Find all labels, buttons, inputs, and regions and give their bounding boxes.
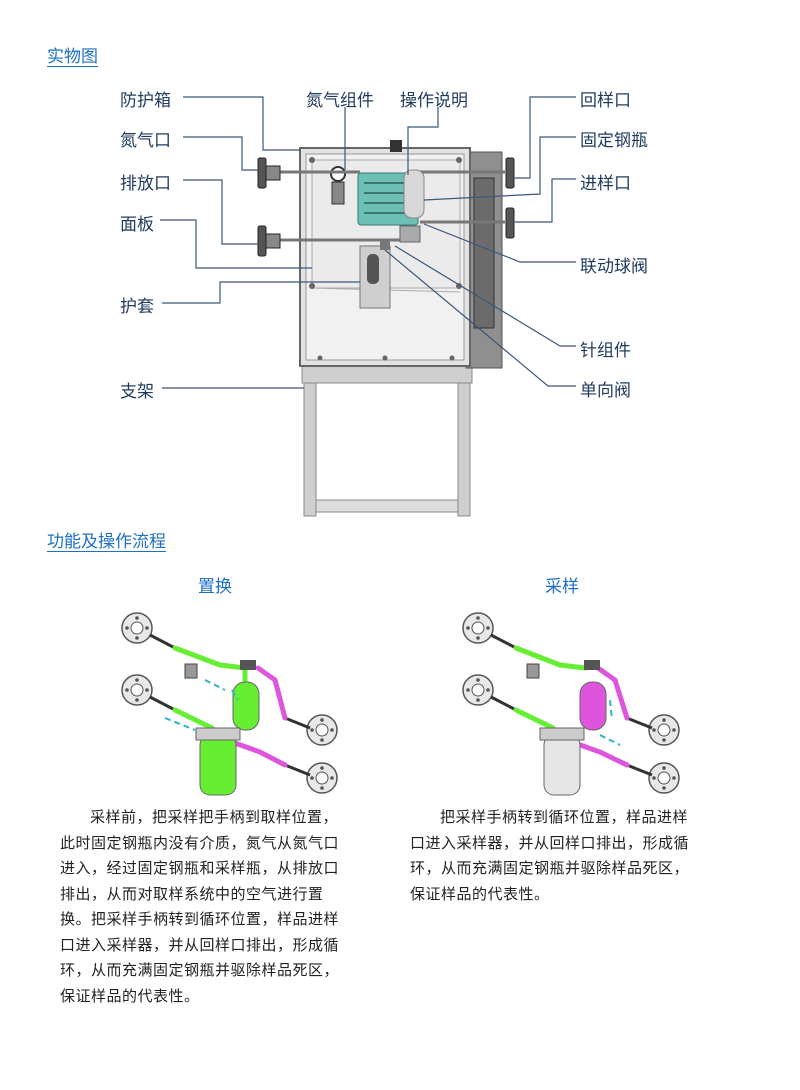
needle-assembly [399, 225, 421, 243]
label-panel: 面板 [120, 215, 154, 235]
purge-fixed-cylinder [199, 734, 237, 796]
purge-line: 保证样品的代表性。 [60, 986, 200, 1005]
label-stand: 支架 [120, 382, 154, 402]
label-linked-ball-valve: 联动球阀 [580, 257, 648, 277]
subtitle-sampling: 采样 [545, 577, 579, 597]
sampling-line: 把采样手柄转到循环位置，样品进样 [440, 808, 689, 826]
flange-right [505, 157, 515, 239]
purge-line: 此时固定钢瓶内没有介质，氮气从氮气口 [60, 833, 340, 852]
sampling-diagram [462, 612, 680, 796]
purge-line: 环，从而充满固定钢瓶并驱除样品死区， [60, 961, 340, 979]
label-drain-port: 排放口 [120, 174, 171, 194]
label-inlet-port: 进样口 [580, 174, 631, 194]
purge-description: 采样前，把采样把手柄到取样位置， 此时固定钢瓶内没有介质，氮气从氮气口 进入，经… [60, 805, 390, 1009]
fixed-cylinder [403, 169, 425, 219]
flange-left [257, 157, 281, 257]
purge-sample-bottle [232, 681, 260, 731]
sampling-line: 口进入采样器，并从回样口排出，形成循 [410, 833, 690, 852]
purge-line: 换。把采样手柄转到循环位置，样品进样 [60, 910, 340, 928]
subtitle-purge: 置换 [198, 577, 232, 597]
sampling-sample-bottle [579, 681, 607, 731]
label-nitrogen-assembly: 氮气组件 [306, 91, 374, 111]
label-return-port: 回样口 [580, 91, 631, 111]
label-sleeve: 护套 [120, 297, 154, 317]
label-protective-box: 防护箱 [120, 91, 171, 111]
label-instructions: 操作说明 [400, 91, 468, 111]
purge-line: 口进入采样器，并从回样口排出，形成循 [60, 935, 340, 954]
section-title-photo: 实物图 [47, 47, 98, 67]
sampling-line: 环，从而充满固定钢瓶并驱除样品死区， [410, 859, 690, 877]
sampling-description: 把采样手柄转到循环位置，样品进样 口进入采样器，并从回样口排出，形成循 环，从而… [410, 805, 740, 907]
label-check-valve: 单向阀 [580, 381, 631, 401]
purge-diagram [121, 612, 338, 796]
check-valve [380, 240, 390, 250]
purge-line: 采样前，把采样把手柄到取样位置， [90, 808, 339, 826]
label-fixed-cylinder: 固定钢瓶 [580, 131, 648, 151]
purge-line: 排出，从而对取样系统中的空气进行置 [60, 884, 324, 903]
label-needle-assembly: 针组件 [580, 341, 631, 361]
sampling-fixed-cylinder [543, 734, 581, 796]
stand [301, 364, 473, 517]
label-nitrogen-port: 氮气口 [120, 131, 171, 151]
purge-line: 进入，经过固定钢瓶和采样瓶，从排放口 [60, 859, 340, 877]
sampling-line: 保证样品的代表性。 [410, 884, 550, 903]
section-title-process: 功能及操作流程 [47, 532, 166, 552]
